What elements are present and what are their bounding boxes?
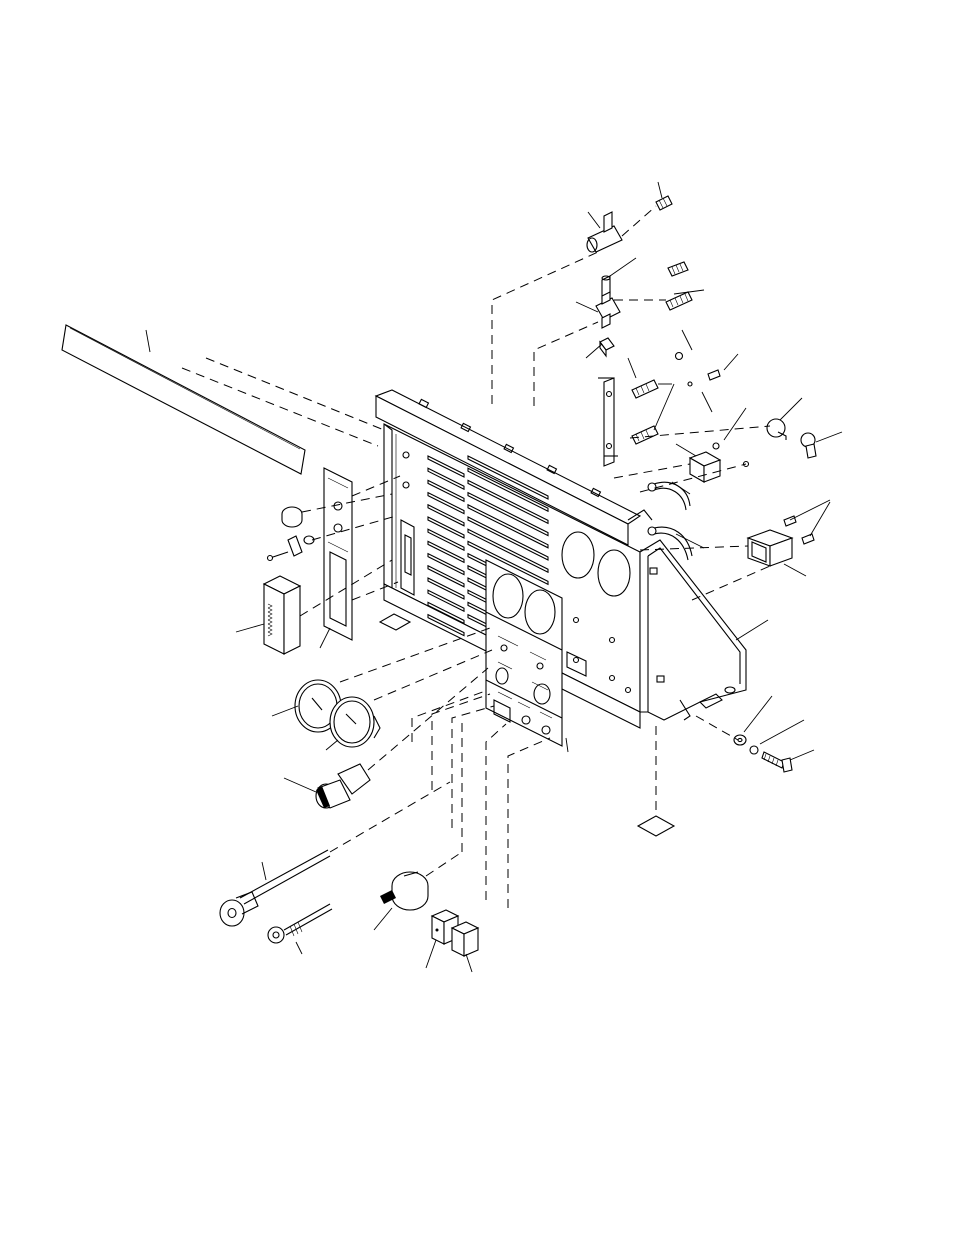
washer: [734, 735, 746, 745]
hose-barb-2: [666, 292, 692, 310]
screw: [268, 552, 289, 561]
cross-fitting: [596, 292, 620, 328]
key-switch: [380, 872, 428, 910]
bushing: [767, 419, 786, 440]
insert-fastener: [268, 904, 332, 943]
decal-strip: [62, 325, 305, 474]
bolt: [762, 752, 792, 772]
hose-barb-3: [632, 380, 658, 398]
foam-block: [264, 576, 300, 654]
nipple-top: [656, 196, 672, 210]
lock-washer: [750, 746, 758, 754]
small-fitting: [688, 370, 720, 386]
relay: [690, 452, 720, 482]
terminal-block: [432, 910, 478, 956]
elbow: [801, 433, 816, 458]
nameplate-panel: [324, 468, 352, 640]
mounting-bracket: [598, 378, 618, 466]
plug: [600, 338, 614, 356]
rubber-foot: [638, 816, 674, 836]
small-nut: [676, 353, 683, 360]
module-box: [748, 516, 814, 566]
toggle-switch: [288, 536, 314, 556]
washer-small: [713, 443, 719, 449]
hose-barb-1: [668, 262, 688, 276]
rotary-switch: [316, 764, 370, 808]
cable-upper: [648, 482, 690, 510]
gauge-right: [330, 697, 380, 747]
knob: [282, 507, 302, 527]
shaft-assembly: [220, 850, 330, 926]
